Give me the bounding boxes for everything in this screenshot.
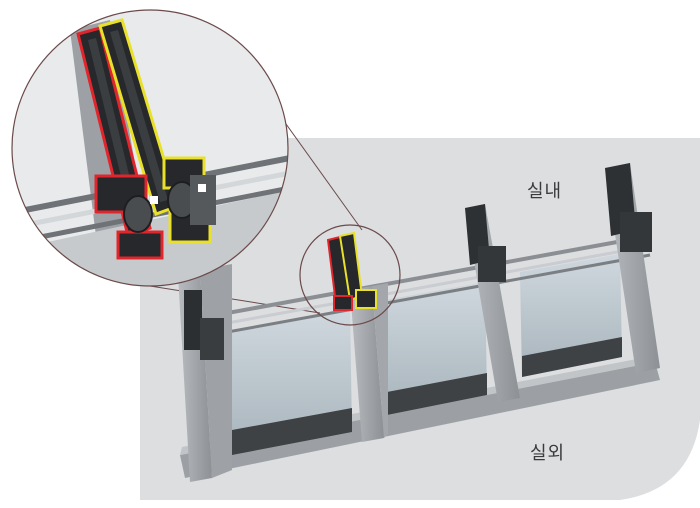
track-rail-1 <box>199 234 651 320</box>
window-assembly <box>178 163 660 482</box>
detail-circle-small <box>299 224 401 326</box>
highlighted-profile-small <box>326 231 377 311</box>
detail-magnified <box>12 10 288 286</box>
detail-circle-large <box>11 9 289 287</box>
track-rail-2 <box>199 244 651 330</box>
track-rail-3 <box>199 253 651 339</box>
label-outside: 실외 <box>530 443 566 464</box>
label-inside: 실내 <box>527 181 563 202</box>
callout-line-bottom <box>149 285 321 314</box>
frame-bottom <box>180 362 660 478</box>
frame-middle-post-1 <box>350 286 384 442</box>
